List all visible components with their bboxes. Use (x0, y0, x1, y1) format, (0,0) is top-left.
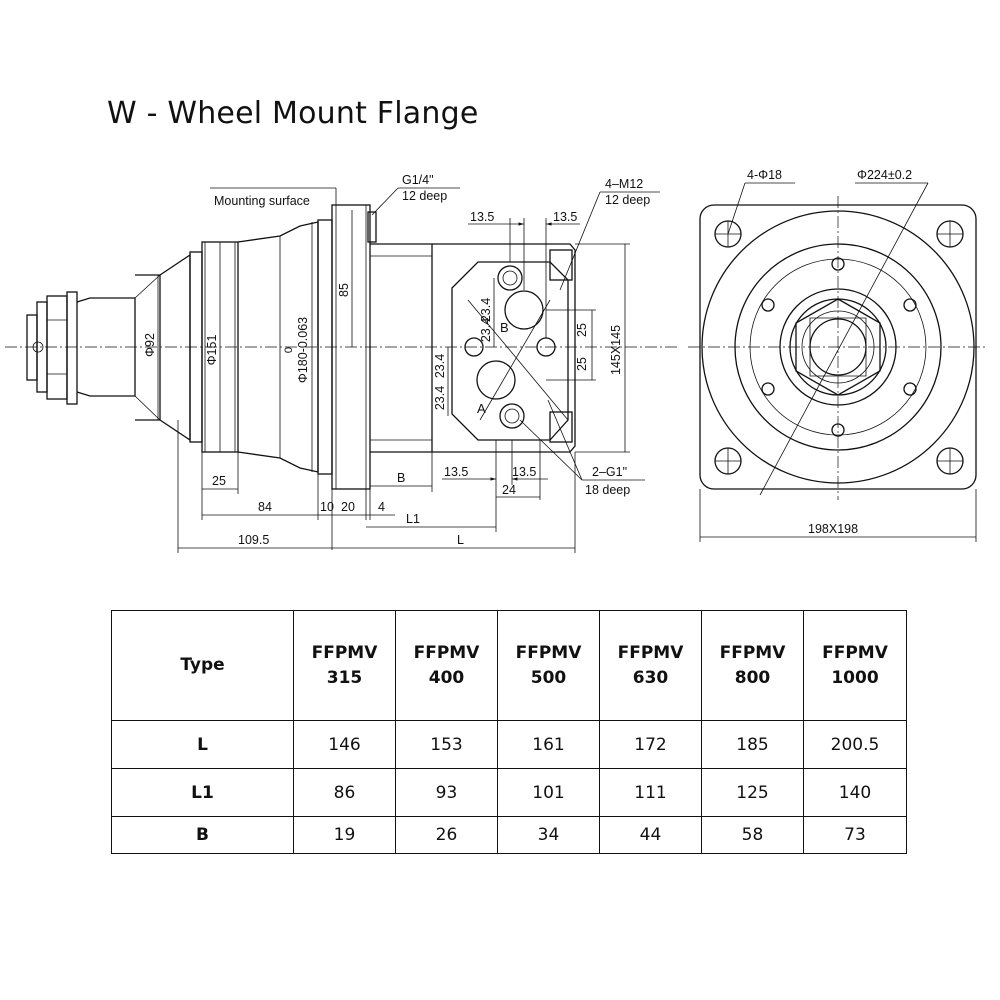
label-mounting-surface: Mounting surface (214, 194, 310, 208)
table-cell: 58 (701, 816, 804, 854)
dim-25-left: 25 (212, 474, 226, 488)
dim-10: 10 (320, 500, 334, 514)
dim-23-4-a: 23.4 (479, 298, 493, 322)
dim-23-4-c: 23.4 (433, 354, 447, 378)
table-cell: 172 (599, 720, 702, 769)
dim-23-4-b: 23.4 (479, 318, 493, 342)
front-view: 4-Φ18 Φ224±0.2 198X198 (688, 168, 988, 542)
table-cell: 73 (803, 816, 907, 854)
dim-25-a: 25 (575, 323, 589, 337)
label-port-b: B (500, 320, 509, 335)
table-cell: 111 (599, 768, 702, 817)
table-cell: 93 (395, 768, 498, 817)
dim-13-5-bottom-right: 13.5 (512, 465, 536, 479)
dim-198x198: 198X198 (808, 522, 858, 536)
table-cell: 44 (599, 816, 702, 854)
table-cell: 200.5 (803, 720, 907, 769)
page-title: W - Wheel Mount Flange (107, 96, 479, 131)
dim-13-5-bottom-left: 13.5 (444, 465, 468, 479)
label-bolt-circle: Φ224±0.2 (857, 168, 912, 182)
dim-20: 20 (341, 500, 355, 514)
table-cell: 161 (497, 720, 600, 769)
table-row: L1 86 93 101 111 125 140 (111, 768, 907, 817)
dim-25-b: 25 (575, 357, 589, 371)
row-label: L (111, 720, 294, 769)
label-port-g14: G1/4" (402, 173, 434, 187)
header-type: Type (111, 610, 294, 721)
side-view: Mounting surface G1/4" 12 deep 4–M12 12 … (5, 173, 680, 553)
label-port-a: A (477, 401, 486, 416)
row-label: B (111, 816, 294, 854)
table-row: B 19 26 34 44 58 73 (111, 816, 907, 854)
dim-84: 84 (258, 500, 272, 514)
label-holes: 4-Φ18 (747, 168, 782, 182)
dim-23-4-d: 23.4 (433, 386, 447, 410)
dim-l1: L1 (406, 512, 420, 526)
table-cell: 146 (293, 720, 396, 769)
dim-phi151: Φ151 (205, 335, 219, 366)
table-cell: 19 (293, 816, 396, 854)
dim-85: 85 (337, 283, 351, 297)
label-port-g14-depth: 12 deep (402, 189, 447, 203)
dim-b: B (397, 471, 405, 485)
table-cell: 86 (293, 768, 396, 817)
label-thread-m12-depth: 12 deep (605, 193, 650, 207)
dim-l: L (457, 533, 464, 547)
table-cell: 34 (497, 816, 600, 854)
label-thread-m12: 4–M12 (605, 177, 643, 191)
row-label: L1 (111, 768, 294, 817)
dim-13-5-top-right: 13.5 (553, 210, 577, 224)
table-cell: 153 (395, 720, 498, 769)
label-port-g1: 2–G1" (592, 465, 627, 479)
table-cell: 101 (497, 768, 600, 817)
table-cell: 26 (395, 816, 498, 854)
dim-145x145: 145X145 (609, 325, 623, 375)
dim-phi92: Φ92 (143, 333, 157, 357)
dim-tol-top: 0 (283, 347, 295, 353)
technical-drawing: Mounting surface G1/4" 12 deep 4–M12 12 … (5, 168, 988, 553)
dim-4: 4 (378, 500, 385, 514)
dim-109-5: 109.5 (238, 533, 269, 547)
table-cell: 185 (701, 720, 804, 769)
dim-24: 24 (502, 483, 516, 497)
table-cell: 140 (803, 768, 907, 817)
table-cell: 125 (701, 768, 804, 817)
table-row: L 146 153 161 172 185 200.5 (111, 720, 907, 769)
dim-13-5-top-left: 13.5 (470, 210, 494, 224)
label-port-g1-depth: 18 deep (585, 483, 630, 497)
dim-phi180: Φ180-0.063 (296, 317, 310, 383)
